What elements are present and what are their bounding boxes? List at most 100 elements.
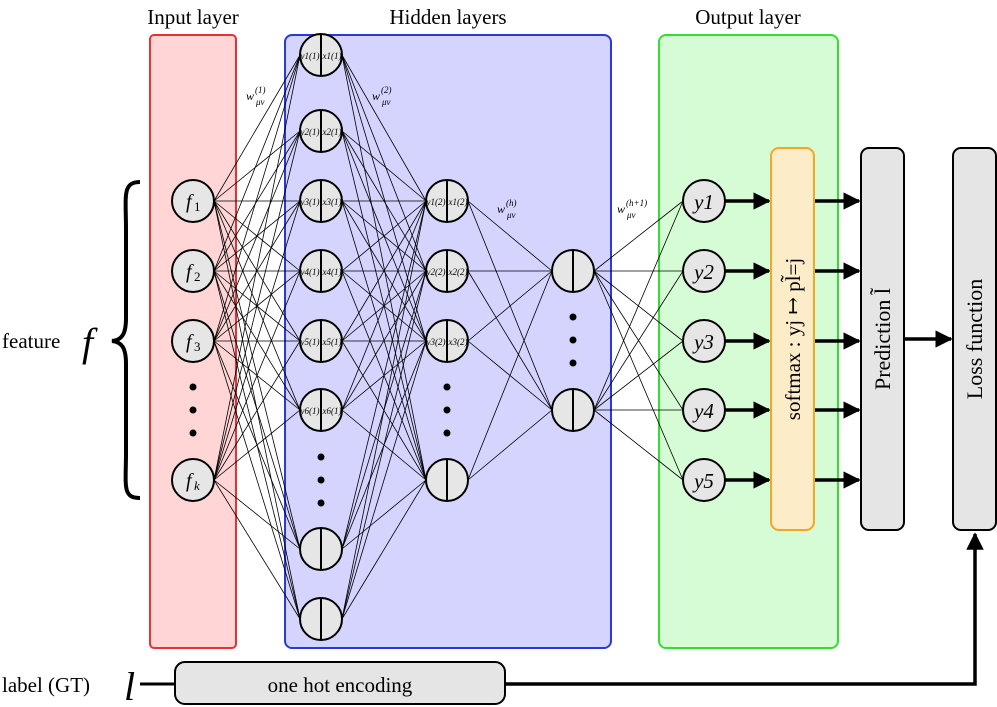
hidden-1-ellipsis bbox=[317, 453, 325, 507]
hidden-layer-2-nodes: y1(2)x1(2) y2(2)x2(2) y3(2)x3(2) bbox=[425, 179, 469, 502]
one-hot-encoding-box: one hot encoding bbox=[174, 661, 506, 705]
output-node-label: y3 bbox=[692, 330, 714, 354]
svg-text:3: 3 bbox=[194, 339, 201, 354]
connection-line bbox=[213, 200, 301, 481]
softmax-label: softmax : yj ↦ pl̃=j bbox=[780, 258, 805, 420]
output-node: y2 bbox=[682, 249, 726, 293]
connection-line bbox=[213, 409, 301, 481]
connection-line bbox=[213, 54, 301, 342]
connection-line bbox=[341, 200, 427, 411]
hidden-1-node-output-label: y3(1) bbox=[300, 197, 320, 207]
connection-line bbox=[341, 130, 427, 202]
connection-line bbox=[213, 130, 301, 481]
encoding-to-loss-arrow bbox=[505, 532, 984, 686]
hidden-1-node-input-label: x6(1) bbox=[322, 406, 342, 416]
output-node-label: y5 bbox=[692, 469, 714, 493]
weight-label-h1: w μν (h+1) bbox=[617, 198, 647, 220]
hidden-2-node: y3(2)x3(2) bbox=[425, 319, 469, 363]
svg-text:w: w bbox=[617, 202, 625, 216]
connection-line bbox=[467, 270, 553, 342]
hidden-layers-header: Hidden layers bbox=[389, 5, 506, 29]
connection-line bbox=[341, 200, 427, 342]
hidden-1-node-output-label: y1(1) bbox=[300, 51, 320, 61]
hidden-1-node: y3(1)x3(1) bbox=[299, 179, 343, 223]
connection-line bbox=[341, 200, 427, 550]
hidden-1-node: y2(1)x2(1) bbox=[299, 109, 343, 153]
hidden-1-node: y1(1)x1(1) bbox=[299, 33, 343, 77]
hidden-2-node-input-label: x2(2) bbox=[448, 267, 468, 277]
input-ellipsis bbox=[189, 383, 197, 437]
loss-function-label: Loss function bbox=[962, 279, 987, 399]
hidden-1-node: y5(1)x5(1) bbox=[299, 319, 343, 363]
connection-lines bbox=[213, 54, 684, 620]
hidden-1-node-input-label: x1(1) bbox=[322, 51, 342, 61]
prediction-label: Prediction l̃ bbox=[870, 287, 895, 390]
weight-label-h: w μν (h) bbox=[497, 198, 517, 220]
connection-line bbox=[593, 270, 684, 411]
prediction-box: Prediction l̃ bbox=[860, 147, 905, 531]
loss-function-box: Loss function bbox=[952, 147, 997, 531]
output-node: y3 bbox=[682, 319, 726, 363]
feature-label: feature bbox=[2, 329, 60, 353]
hidden-2-node-output-label: y3(2) bbox=[426, 337, 446, 347]
connection-line bbox=[341, 479, 427, 550]
connection-line bbox=[467, 409, 553, 481]
connection-line bbox=[341, 200, 427, 620]
label-gt-text: label (GT) bbox=[2, 673, 90, 697]
connection-line bbox=[467, 270, 553, 481]
connection-line bbox=[593, 200, 684, 272]
feature-brace bbox=[111, 180, 141, 500]
hidden-1-node bbox=[299, 527, 343, 571]
connection-line bbox=[341, 270, 427, 620]
softmax-box: softmax : yj ↦ pl̃=j bbox=[770, 147, 815, 531]
connection-line bbox=[341, 54, 427, 481]
one-hot-encoding-label: one hot encoding bbox=[268, 673, 413, 697]
hidden-2-node bbox=[425, 458, 469, 502]
svg-text:μν: μν bbox=[626, 210, 636, 220]
hidden-1-node-output-label: y4(1) bbox=[300, 267, 320, 277]
output-arrows bbox=[725, 192, 861, 489]
hidden-2-node: y1(2)x1(2) bbox=[425, 179, 469, 223]
svg-text:(1): (1) bbox=[255, 85, 266, 95]
svg-text:μν: μν bbox=[506, 210, 516, 220]
connection-line bbox=[341, 270, 427, 411]
hidden-h-node bbox=[551, 249, 595, 293]
connection-line bbox=[213, 340, 301, 481]
connection-line bbox=[467, 270, 553, 411]
connection-line bbox=[213, 340, 301, 620]
connection-line bbox=[467, 200, 553, 272]
svg-text:(2): (2) bbox=[381, 85, 392, 95]
connection-line bbox=[593, 340, 684, 411]
connection-line bbox=[341, 54, 427, 342]
weight-label-1: w μν (1) bbox=[246, 85, 266, 107]
connection-line bbox=[341, 479, 427, 620]
connection-line bbox=[213, 270, 301, 481]
hidden-1-node-input-label: x5(1) bbox=[322, 337, 342, 347]
hidden-1-node bbox=[299, 597, 343, 641]
connection-line bbox=[213, 479, 301, 620]
svg-text:μν: μν bbox=[255, 97, 265, 107]
connection-line bbox=[213, 54, 301, 202]
output-node: y1 bbox=[682, 179, 726, 223]
svg-text:f: f bbox=[186, 261, 194, 283]
hidden-1-node: y6(1)x6(1) bbox=[299, 388, 343, 432]
svg-text:μν: μν bbox=[381, 97, 391, 107]
svg-text:f: f bbox=[186, 331, 194, 353]
svg-text:f: f bbox=[186, 191, 194, 213]
svg-text:(h): (h) bbox=[506, 198, 517, 208]
svg-text:w: w bbox=[246, 89, 254, 103]
hidden-1-node-output-label: y5(1) bbox=[300, 337, 320, 347]
hidden-1-node-input-label: x4(1) bbox=[322, 267, 342, 277]
svg-text:w: w bbox=[497, 202, 505, 216]
connection-line bbox=[593, 200, 684, 411]
hidden-2-node-output-label: y2(2) bbox=[426, 267, 446, 277]
hidden-2-node-output-label: y1(2) bbox=[426, 197, 446, 207]
input-layer-header: Input layer bbox=[147, 5, 239, 29]
connection-line bbox=[213, 479, 301, 550]
svg-text:f: f bbox=[186, 470, 194, 492]
output-node-label: y1 bbox=[692, 190, 714, 214]
